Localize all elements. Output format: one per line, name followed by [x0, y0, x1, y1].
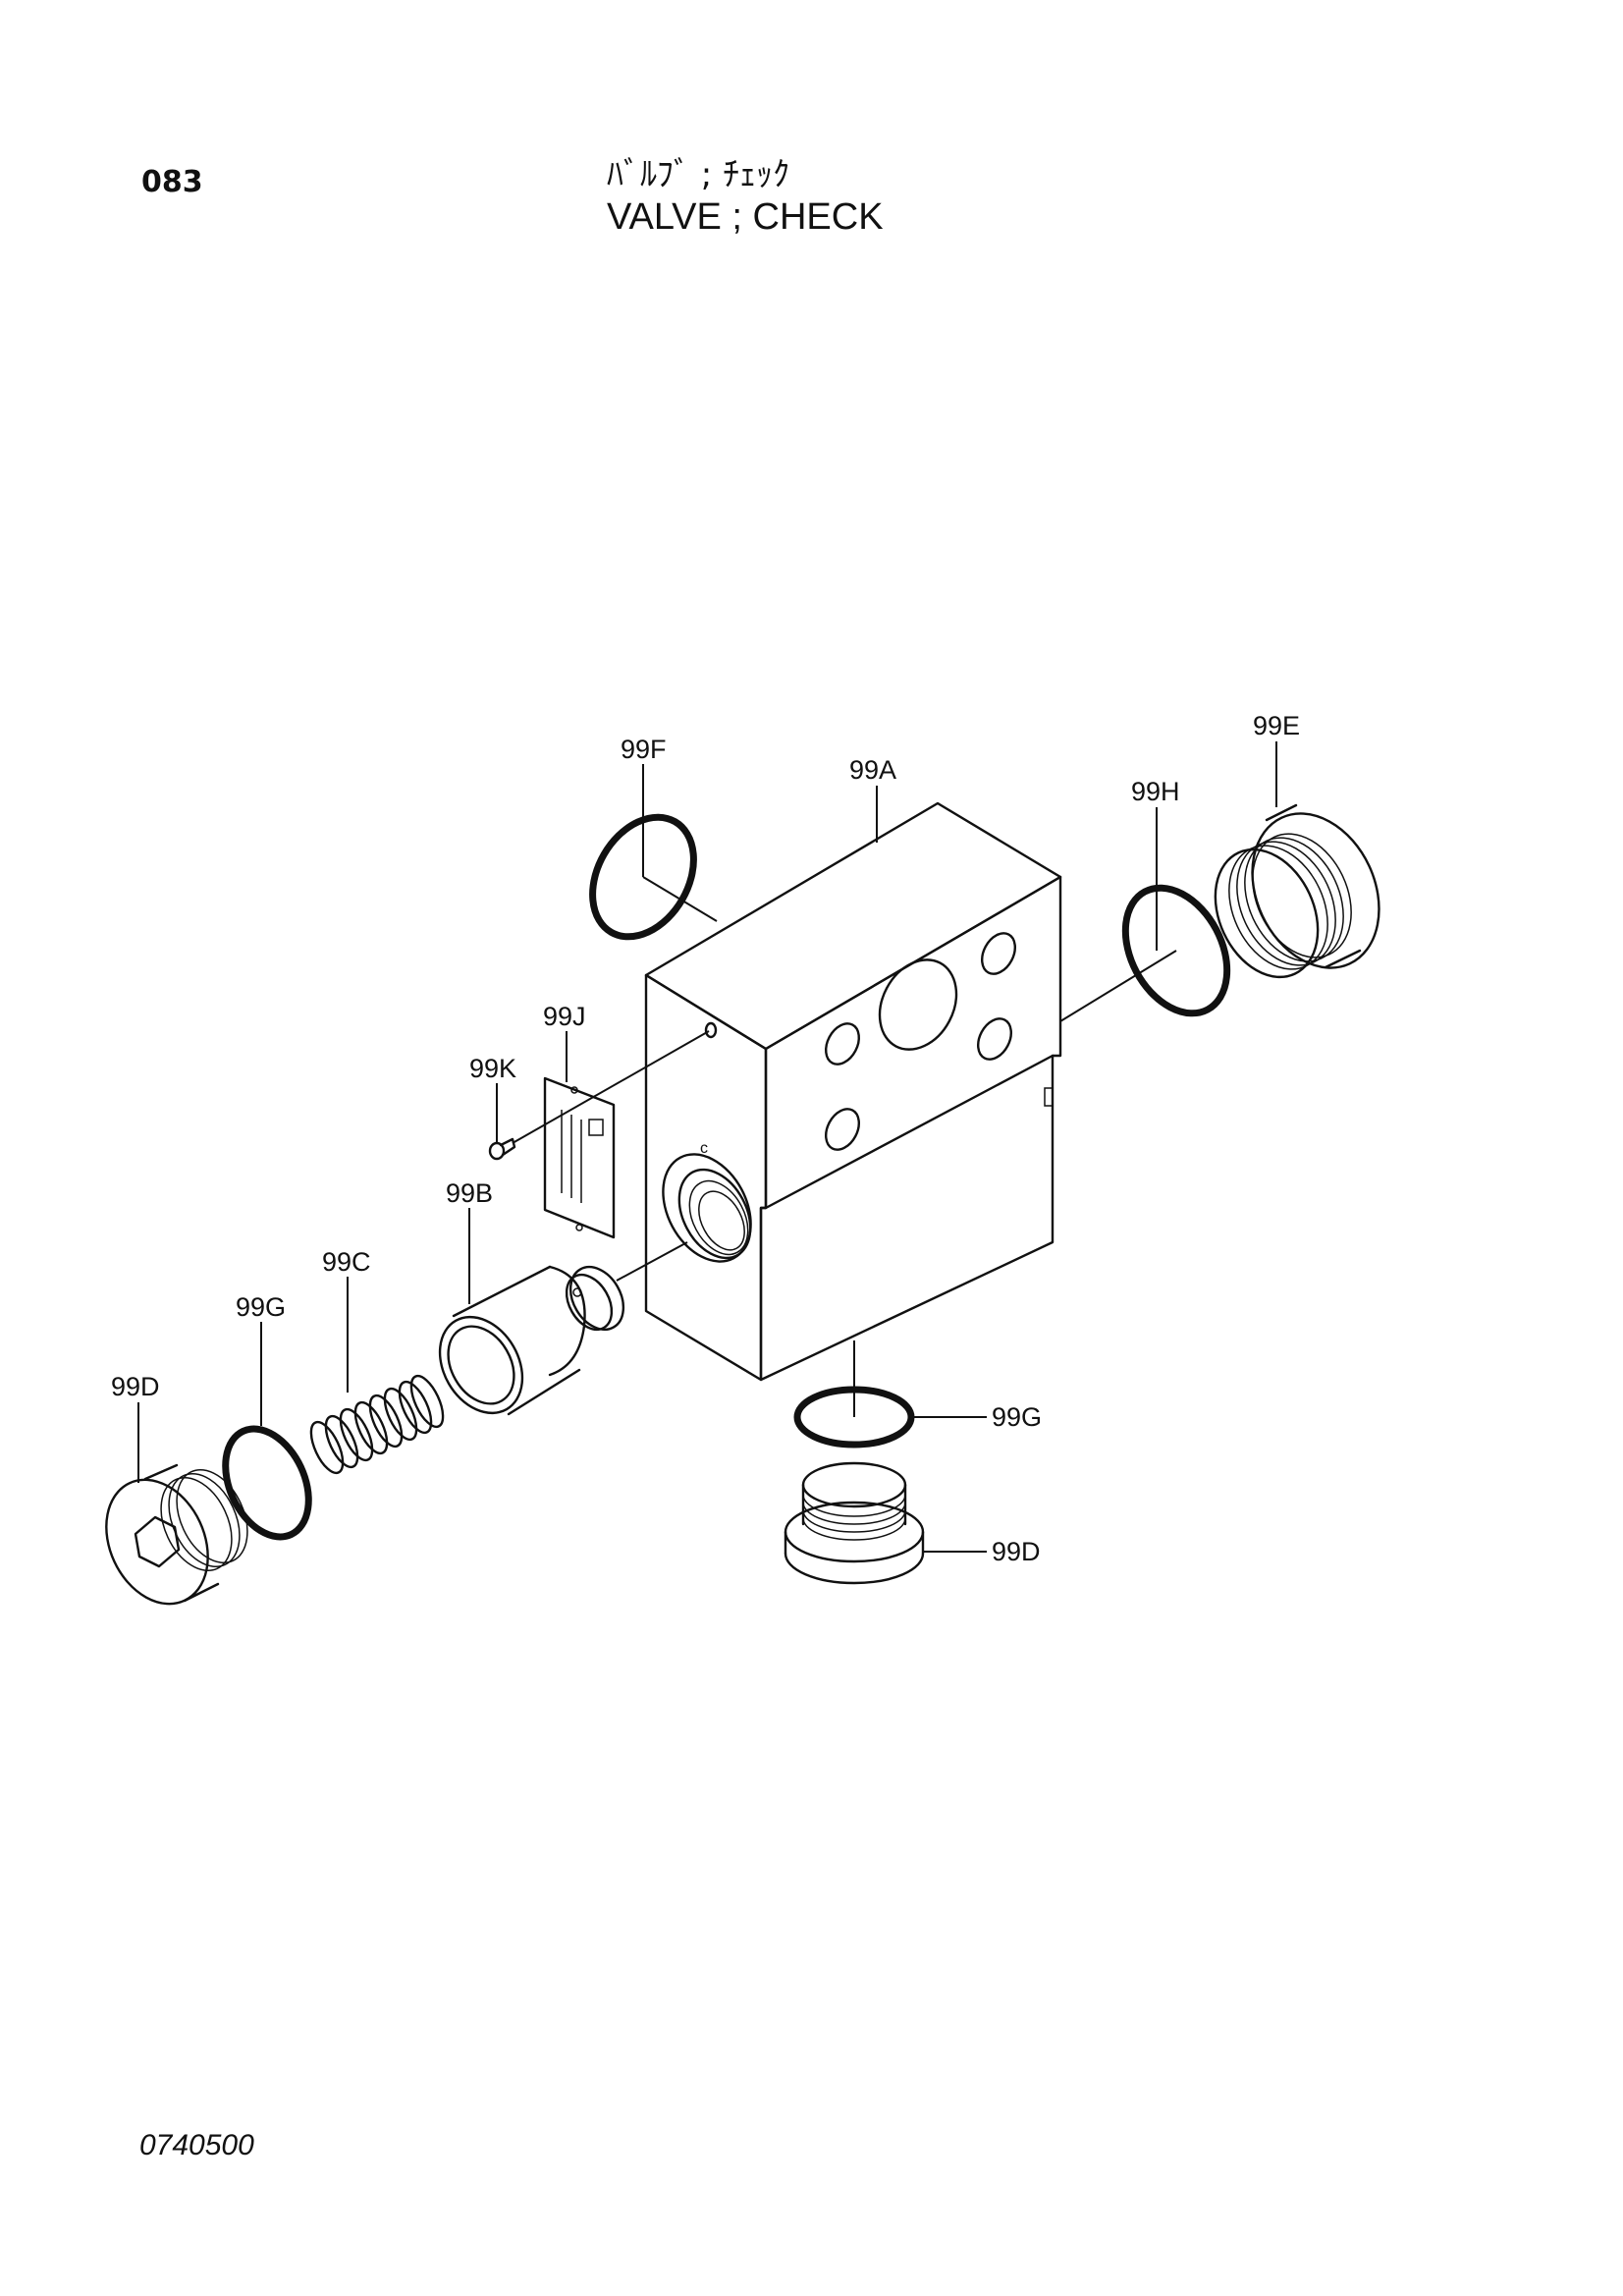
callout-plug-left: 99D: [111, 1372, 160, 1401]
callout-oring-bottom: 99G: [992, 1402, 1042, 1432]
plug-bottom: [784, 1461, 925, 1585]
spring: [309, 1374, 445, 1475]
valve-body: c: [644, 801, 1062, 1382]
nameplate: [543, 1076, 616, 1239]
poppet: [438, 1265, 625, 1416]
oring-right: [1121, 884, 1231, 1017]
oring-left: [222, 1425, 312, 1541]
leader-lines: [137, 741, 1277, 1553]
callout-body: 99A: [849, 755, 896, 785]
callout-oring-left: 99G: [236, 1292, 286, 1322]
callout-oring-right: 99H: [1131, 777, 1180, 806]
title-japanese: ﾊﾞﾙﾌﾞ ; ﾁｪｯｸ: [607, 155, 790, 194]
plug-left: [105, 1463, 248, 1606]
callout-oring-top: 99F: [621, 735, 667, 764]
callout-plug-right: 99E: [1253, 711, 1300, 740]
plug-right: [1214, 803, 1380, 979]
title-english: VALVE ; CHECK: [607, 196, 884, 238]
callout-poppet: 99B: [446, 1178, 493, 1208]
callout-spring: 99C: [322, 1247, 371, 1277]
page-code: 083: [141, 165, 203, 199]
rivet: [488, 1137, 516, 1161]
callout-nameplate: 99J: [543, 1002, 586, 1031]
callout-rivet: 99K: [469, 1054, 516, 1083]
rivet-to-body-line: [512, 1030, 710, 1144]
poppet-to-body-line: [616, 1241, 688, 1282]
document-code: 0740500: [139, 2129, 254, 2161]
svg-text:c: c: [700, 1140, 708, 1157]
callout-plug-bottom: 99D: [992, 1537, 1041, 1566]
